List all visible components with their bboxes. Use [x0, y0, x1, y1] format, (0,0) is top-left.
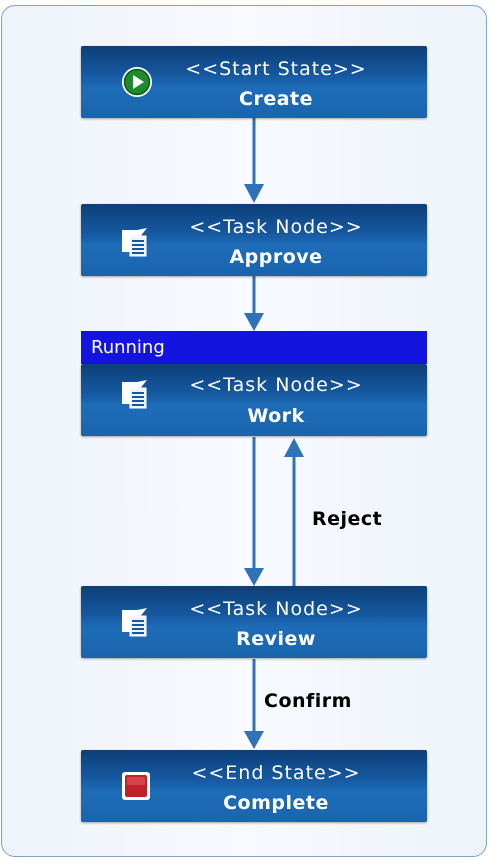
node-complete[interactable]: <<End State>> Complete — [81, 750, 427, 822]
arrowhead-reject — [284, 438, 304, 457]
node-work[interactable]: <<Task Node>> Work — [81, 364, 427, 436]
node-stereotype: <<Task Node>> — [189, 598, 363, 620]
node-create[interactable]: <<Start State>> Create — [81, 46, 427, 118]
node-name: Review — [236, 628, 316, 650]
arrowhead-approve-work — [244, 313, 264, 331]
reject-label: Reject — [312, 508, 383, 530]
arrowhead-review-complete — [244, 731, 264, 749]
confirm-label: Confirm — [264, 690, 352, 712]
node-name: Approve — [229, 246, 323, 268]
stop-icon — [122, 772, 150, 800]
node-stereotype: <<Task Node>> — [189, 216, 363, 238]
node-name: Work — [247, 405, 305, 427]
node-name: Create — [239, 88, 313, 110]
node-stereotype: <<End State>> — [191, 762, 361, 784]
node-approve[interactable]: <<Task Node>> Approve — [81, 204, 427, 276]
arrowhead-work-review — [244, 568, 264, 586]
arrowhead-create-approve — [244, 184, 264, 203]
play-icon — [122, 67, 152, 97]
running-status-bar: Running — [81, 331, 427, 364]
task-document-icon — [122, 228, 147, 257]
node-stereotype: <<Task Node>> — [189, 374, 363, 396]
task-document-icon — [122, 380, 147, 409]
node-review[interactable]: <<Task Node>> Review — [81, 586, 427, 658]
node-stereotype: <<Start State>> — [185, 58, 367, 80]
task-document-icon — [122, 608, 147, 637]
node-name: Complete — [223, 792, 329, 814]
